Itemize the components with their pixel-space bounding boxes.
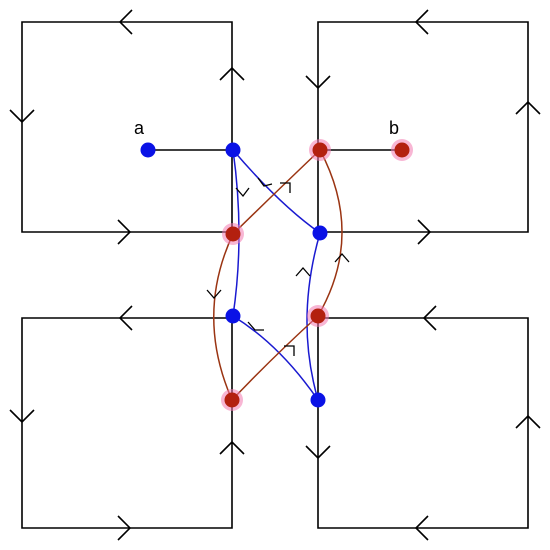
squares: [21, 21, 529, 529]
red-node-glows: [221, 139, 413, 411]
square-top-left: [21, 21, 233, 233]
red-node: [225, 226, 241, 242]
blue-node: [225, 308, 241, 324]
node-b: [394, 142, 410, 158]
blue-curves: [232, 149, 321, 401]
red-nodes: [224, 142, 410, 408]
blue-node: [312, 225, 328, 241]
brown-curves: [213, 149, 343, 401]
brown-curve-upper-right: [317, 149, 343, 317]
chevron-arrow-icon: [219, 440, 245, 455]
chevron-arrow-icon: [118, 305, 133, 331]
square-bottom-right: [317, 317, 529, 529]
chevron-arrow-icon: [280, 182, 291, 193]
red-node: [310, 308, 326, 324]
blue-nodes: [140, 142, 328, 408]
chevron-arrow-icon: [414, 515, 429, 541]
blue-curve-upper-diagonal: [232, 149, 321, 234]
chevron-arrow-icon: [305, 445, 331, 460]
label-a: a: [134, 118, 145, 138]
chevron-arrow-icon: [118, 9, 133, 35]
brown-curve-upper-diagonal: [232, 149, 321, 235]
chevron-arrow-icon: [235, 187, 250, 198]
chevron-arrow-icon: [334, 253, 350, 263]
chevron-arrow-icon: [305, 75, 331, 90]
blue-curve-lower-diagonal: [232, 315, 319, 401]
brown-curve-lower-left: [213, 233, 234, 401]
chevron-arrow-icon: [117, 219, 132, 245]
square-bottom-left: [21, 317, 233, 529]
blue-curve-lower-right: [306, 232, 321, 401]
red-node: [224, 392, 240, 408]
chevron-arrow-icon: [117, 515, 132, 541]
edge-arrows: [9, 9, 541, 541]
chevron-arrow-icon: [295, 267, 311, 277]
chevron-arrow-icon: [219, 66, 245, 81]
brown-curve-lower-diagonal: [231, 315, 319, 401]
red-node: [312, 142, 328, 158]
chevron-arrow-icon: [515, 414, 541, 429]
chevron-arrow-icon: [284, 345, 295, 356]
chevron-arrow-icon: [257, 177, 273, 187]
chevron-arrow-icon: [417, 219, 432, 245]
chevron-arrow-icon: [247, 321, 264, 331]
square-top-right: [317, 21, 529, 233]
blue-node: [310, 392, 326, 408]
chevron-arrow-icon: [515, 100, 541, 115]
label-b: b: [389, 118, 399, 138]
chevron-arrow-icon: [9, 409, 35, 424]
node-a: [140, 142, 156, 158]
chevron-arrow-icon: [9, 109, 35, 124]
chevron-arrow-icon: [414, 9, 429, 35]
chevron-arrow-icon: [206, 289, 222, 299]
chevron-arrow-icon: [422, 305, 437, 331]
curve-arrows: [206, 177, 350, 356]
blue-node: [225, 142, 241, 158]
